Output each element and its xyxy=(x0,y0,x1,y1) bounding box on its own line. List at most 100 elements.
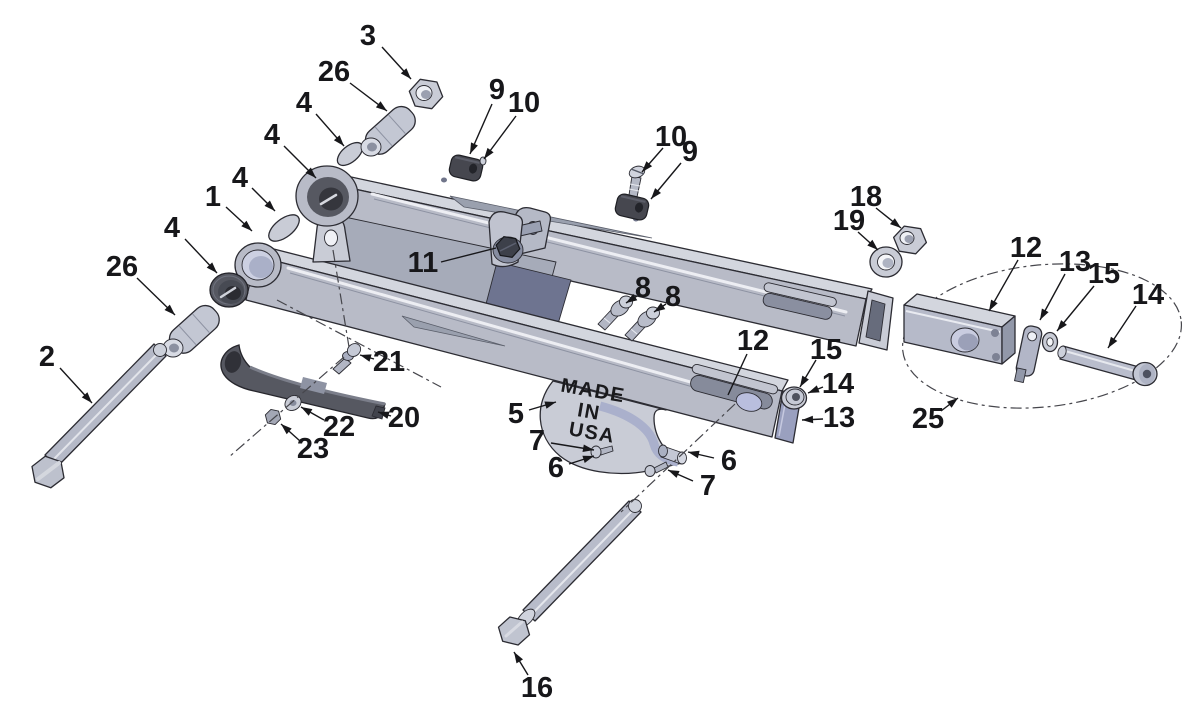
callout-arrowhead xyxy=(808,385,820,393)
callout-arrowhead xyxy=(164,304,175,315)
callout-label-10: 10 xyxy=(655,121,687,153)
callout-14-35: 14 xyxy=(1107,279,1164,349)
bushing-4-lower xyxy=(209,272,249,308)
callout-label-8: 8 xyxy=(635,272,651,304)
callout-arrowhead xyxy=(1040,308,1049,320)
roller-spacer-end-left xyxy=(658,444,668,458)
nut-18-washer-19 xyxy=(869,225,928,278)
callout-arrowhead xyxy=(484,147,494,159)
callout-label-7: 7 xyxy=(529,425,545,457)
callout-label-4: 4 xyxy=(164,212,180,244)
callout-11-15: 11 xyxy=(408,247,497,279)
callout-26-1: 26 xyxy=(318,56,388,112)
callout-label-8: 8 xyxy=(665,281,681,313)
upper-boss xyxy=(295,141,364,227)
callout-8-17: 8 xyxy=(653,281,681,313)
callout-label-11: 11 xyxy=(408,247,439,279)
pivot-collar-lower xyxy=(268,214,300,242)
callout-4-2: 4 xyxy=(296,87,345,147)
detail-view-25 xyxy=(901,263,1183,409)
callout-label-26: 26 xyxy=(106,251,138,283)
callout-5-22: 5 xyxy=(508,398,557,430)
callout-label-14: 14 xyxy=(822,368,854,400)
callout-arrowhead xyxy=(81,392,92,403)
callout-4-4: 4 xyxy=(232,162,276,212)
callout-arrowhead xyxy=(206,262,217,273)
axis-axle-16 xyxy=(620,403,736,513)
washer-19 xyxy=(869,246,903,278)
callout-20-27: 20 xyxy=(377,402,420,434)
callout-15-19: 15 xyxy=(799,334,842,388)
callout-arrowhead xyxy=(582,444,594,452)
callout-label-21: 21 xyxy=(373,346,405,378)
callout-label-23: 23 xyxy=(297,433,329,465)
callout-2-8: 2 xyxy=(39,341,93,404)
callout-label-26: 26 xyxy=(318,56,350,88)
callout-arrowhead xyxy=(688,450,700,459)
grommet-9b xyxy=(614,193,650,221)
callout-arrowhead xyxy=(514,652,523,664)
callout-arrowhead xyxy=(400,68,411,79)
callout-arrowhead xyxy=(626,293,638,303)
lower-arm-gusset-line xyxy=(401,315,506,347)
callout-label-9: 9 xyxy=(489,74,505,106)
callout-23-30: 23 xyxy=(280,423,329,465)
pivot-bolt-2 xyxy=(31,343,167,489)
callout-arrowhead xyxy=(281,424,292,435)
upper-boss-slit xyxy=(319,193,338,206)
callout-arrowhead xyxy=(989,299,998,311)
callout-10-11: 10 xyxy=(641,121,687,173)
chain-guide-hook xyxy=(224,351,242,373)
lower-arm-groove xyxy=(289,272,754,405)
axle-bolt-16 xyxy=(497,499,642,646)
callout-label-6: 6 xyxy=(548,452,564,484)
lower-arm-highlight xyxy=(286,266,756,402)
callout-14-20: 14 xyxy=(807,368,854,400)
callout-16-31: 16 xyxy=(513,651,553,704)
axis-tab-to-bolt21 xyxy=(332,249,350,348)
callout-13-33: 13 xyxy=(1039,246,1091,321)
roller-spacer-end-right xyxy=(677,451,687,465)
callout-arrowhead xyxy=(642,161,653,172)
in-text: IN xyxy=(576,399,602,425)
lower-arm-beam xyxy=(234,214,808,444)
callout-15-34: 15 xyxy=(1056,258,1120,332)
section-line-front xyxy=(276,299,442,388)
callout-label-6: 6 xyxy=(721,445,737,477)
callout-12-32: 12 xyxy=(988,232,1042,312)
callout-label-7: 7 xyxy=(700,470,716,502)
callout-label-2: 2 xyxy=(39,341,55,373)
bolt-11-facet xyxy=(499,242,517,252)
callout-arrowhead xyxy=(378,411,390,419)
callout-label-15: 15 xyxy=(1088,258,1120,290)
callout-label-13: 13 xyxy=(823,402,855,434)
callout-label-18: 18 xyxy=(850,181,882,213)
bolts-8 xyxy=(597,295,660,342)
callout-13-21: 13 xyxy=(801,402,855,434)
callout-arrowhead xyxy=(668,470,680,478)
callout-25-36: 25 xyxy=(912,397,959,435)
callout-1-5: 1 xyxy=(205,181,253,232)
adjuster-block-visible xyxy=(735,392,763,412)
roller-bolt-right-head xyxy=(644,465,656,477)
nut-3 xyxy=(408,78,444,110)
callout-label-15: 15 xyxy=(810,334,842,366)
bolt-8a xyxy=(597,295,633,331)
roller-bolt-left-head xyxy=(590,445,602,459)
callout-label-4: 4 xyxy=(232,162,248,194)
chain-guide-notch xyxy=(300,377,327,394)
callout-19-14: 19 xyxy=(833,205,879,251)
callout-arrowhead xyxy=(305,167,316,178)
callout-arrowhead xyxy=(301,407,313,416)
bolt-21 xyxy=(332,343,362,375)
callout-18-13: 18 xyxy=(850,181,902,229)
callout-arrowhead xyxy=(867,239,878,250)
callout-label-22: 22 xyxy=(323,411,355,443)
callout-12-18: 12 xyxy=(727,325,769,396)
callout-6-24: 6 xyxy=(548,452,595,484)
callout-22-29: 22 xyxy=(300,406,355,443)
callout-label-10: 10 xyxy=(508,87,540,119)
callout-arrowhead xyxy=(947,398,958,408)
